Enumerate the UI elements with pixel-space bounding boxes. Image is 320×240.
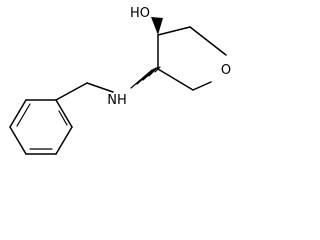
structure-diagram: HO O NH xyxy=(9,6,232,155)
ring-bond xyxy=(55,99,73,128)
ring-bond xyxy=(192,81,212,91)
wedge-bond-oh xyxy=(151,17,163,35)
hydroxyl-label: HO xyxy=(130,6,150,21)
ring-bond xyxy=(9,126,27,155)
amine-label: NH xyxy=(107,93,127,108)
ring-bond xyxy=(157,26,191,36)
ch2-n-bond xyxy=(86,82,114,93)
ring-double-bond xyxy=(16,103,31,127)
ring-double-bond xyxy=(58,110,68,126)
ring-bond xyxy=(189,26,227,56)
ring-bond xyxy=(9,99,27,128)
hashed-wedge-bond-n xyxy=(130,66,161,89)
molecule-drawing: HO O NH xyxy=(9,6,231,155)
ring-bond xyxy=(157,68,194,91)
oxolane-ring xyxy=(157,26,227,91)
ring-bond xyxy=(55,126,73,155)
ring-oxygen-label: O xyxy=(221,63,231,78)
benzene-ring xyxy=(9,99,73,155)
benzyl-bond xyxy=(55,82,88,101)
